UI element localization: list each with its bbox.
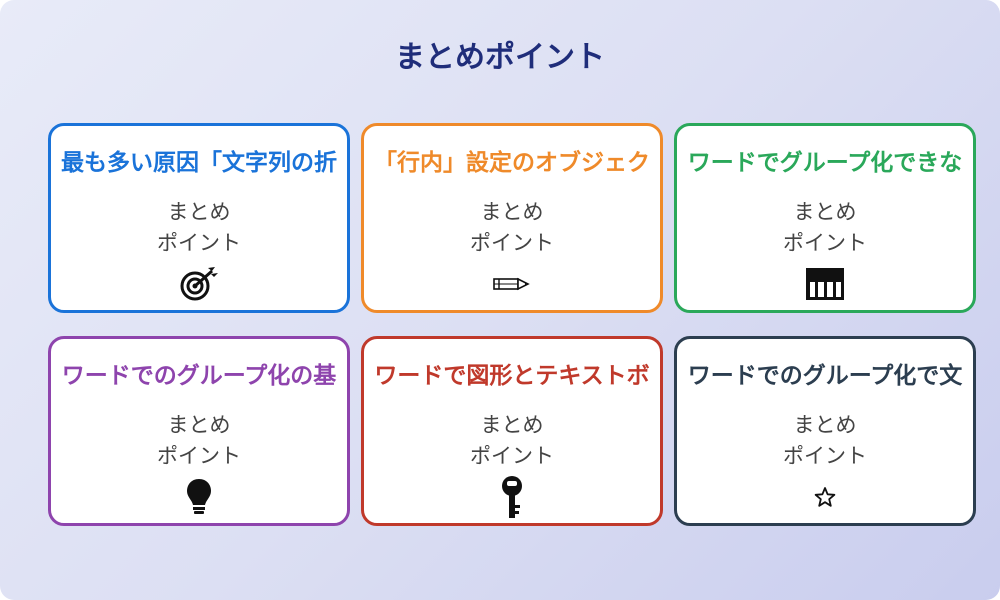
card-subtitle-line2: ポイント <box>470 231 554 255</box>
lightbulb-icon <box>51 479 347 515</box>
card-subtitle-line2: ポイント <box>157 444 241 468</box>
summary-card-grid: 最も多い原因「文字列の折 まとめ ポイント 「行内」設定のオブジェク まとめ ポ… <box>48 123 976 527</box>
card-title: ワードでグループ化できな <box>687 150 963 176</box>
card-subtitle-line2: ポイント <box>157 231 241 255</box>
card-subtitle-line1: まとめ <box>167 413 231 437</box>
piano-icon <box>677 266 973 302</box>
page-title: まとめポイント <box>395 40 605 75</box>
target-icon <box>51 266 347 302</box>
card-title: ワードでのグループ化で文 <box>687 363 963 389</box>
card-subtitle-line2: ポイント <box>783 231 867 255</box>
card-title: 「行内」設定のオブジェク <box>374 150 650 176</box>
pencil-icon <box>364 266 660 302</box>
card-subtitle-line2: ポイント <box>470 444 554 468</box>
card-subtitle-line1: まとめ <box>480 413 544 437</box>
card-title: 最も多い原因「文字列の折 <box>61 150 337 176</box>
summary-card-1: 最も多い原因「文字列の折 まとめ ポイント <box>48 123 350 313</box>
summary-card-4: ワードでのグループ化の基 まとめ ポイント <box>48 336 350 526</box>
summary-card-3: ワードでグループ化できな まとめ ポイント <box>674 123 976 313</box>
card-title: ワードで図形とテキストボ <box>374 363 650 389</box>
card-subtitle-line2: ポイント <box>783 444 867 468</box>
summary-card-6: ワードでのグループ化で文 まとめ ポイント <box>674 336 976 526</box>
key-icon <box>364 476 660 518</box>
card-subtitle-line1: まとめ <box>793 413 857 437</box>
card-subtitle-line1: まとめ <box>793 200 857 224</box>
star-icon <box>677 479 973 515</box>
card-title: ワードでのグループ化の基 <box>61 363 337 389</box>
card-subtitle-line1: まとめ <box>480 200 544 224</box>
summary-card-5: ワードで図形とテキストボ まとめ ポイント <box>361 336 663 526</box>
card-subtitle-line1: まとめ <box>167 200 231 224</box>
summary-card-2: 「行内」設定のオブジェク まとめ ポイント <box>361 123 663 313</box>
